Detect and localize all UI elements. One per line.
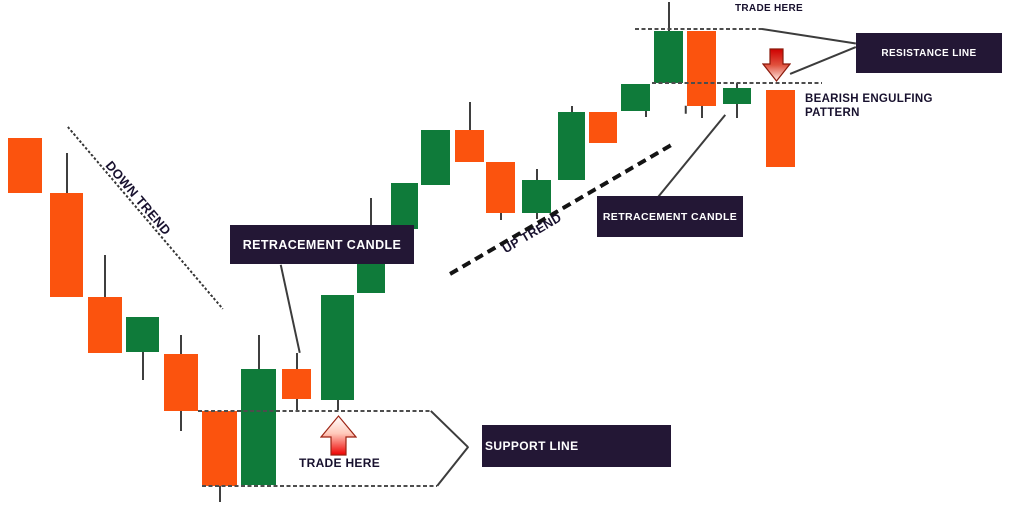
candle-bearish [8,138,42,193]
candle-wick [218,486,221,502]
candle-bullish [126,317,159,352]
down-trend-text: DOWN TREND [102,158,175,239]
candle-bearish [164,354,198,411]
candle-bearish [202,411,237,486]
resistance-line-label: RESISTANCE LINE [856,33,1002,73]
candle-bullish [391,183,418,229]
candle-bearish [589,112,617,143]
candle-wick [257,335,260,369]
candle-wick [667,2,670,31]
candle-bullish [558,112,585,180]
candle-bullish [421,130,450,185]
candle-wick [180,335,182,354]
support-line-label: SUPPORT LINE [482,425,671,467]
retracement-candle-label-left: RETRACEMENT CANDLE [230,225,414,264]
trade-here-top-text: TRADE HERE [735,3,804,14]
candle-wick [468,102,471,130]
candle-bullish [321,295,354,400]
candle-wick [104,255,106,297]
candle-wick [645,111,647,117]
trade-here-down-arrow-icon [762,48,791,82]
bearish-engulfing-pattern-text: BEARISH ENGULFING PATTERN [805,93,933,120]
candle-bearish [88,297,122,353]
candle-wick [295,353,298,369]
trade-here-up-arrow-icon [320,415,357,456]
candle-bearish [50,193,83,297]
candle-bearish [455,130,484,162]
candle-bullish [241,369,276,485]
support-line-top [198,410,431,412]
candle-wick [180,411,182,431]
candle-bearish [486,162,515,213]
candle-bullish [621,84,650,111]
candle-bullish [357,263,385,293]
candle-wick [535,169,538,180]
candle-wick [336,400,339,410]
candle-wick [535,213,538,219]
candle-bearish [766,90,795,167]
candle-bearish [282,369,311,399]
candle-wick [570,106,573,112]
retracement-candle-label-right: RETRACEMENT CANDLE [597,196,743,237]
candle-bullish [522,180,551,213]
candle-wick [499,213,502,220]
bearish-engulfing-line2: PATTERN [805,106,860,119]
bearish-engulfing-line1: BEARISH ENGULFING [805,93,933,105]
candle-wick [736,104,738,118]
candle-wick [141,352,144,380]
resistance-line-bottom [652,81,822,84]
candle-bearish [687,31,716,106]
candle-wick [295,399,298,411]
candle-wick [736,83,738,88]
candle-wick [700,106,703,118]
candle-bullish [654,31,683,83]
trade-here-bottom-text: TRADE HERE [299,456,381,470]
resistance-line-top [635,27,762,30]
up-trend-text: UP TREND [500,210,565,257]
candle-bullish [723,88,751,104]
candle-wick [65,153,68,193]
support-line-bottom [202,485,437,487]
